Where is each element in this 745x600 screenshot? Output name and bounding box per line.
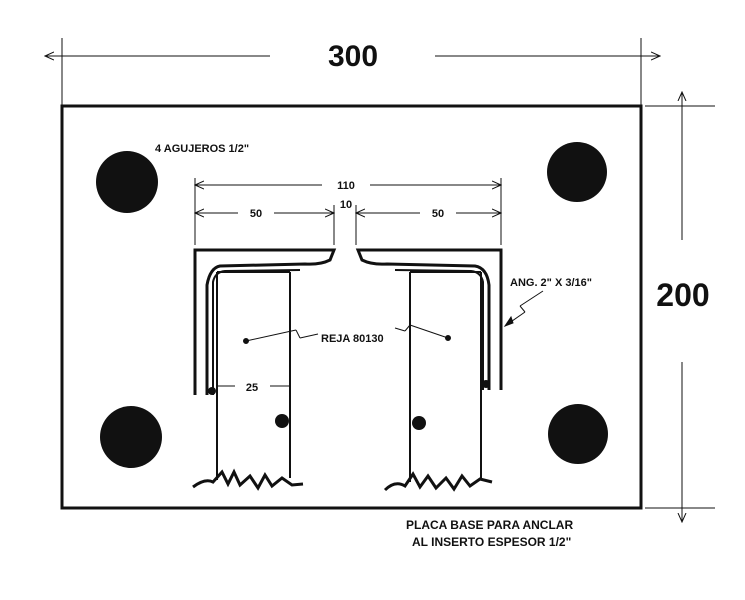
post-width-dimension: 25 [217,382,290,394]
post-width-value: 25 [246,382,258,394]
width-dimension: 300 [45,38,660,110]
right-leg-value: 50 [432,208,444,220]
height-dimension: 200 [645,92,715,522]
hole-bottom-right [548,404,608,464]
width-value: 300 [328,40,378,73]
grate-label: REJA 80130 [321,333,384,345]
total-gap-value: 110 [337,180,355,192]
hole-top-left [96,151,158,213]
anchor-holes [96,142,608,468]
grate-leaders [243,324,451,344]
base-plate-outline [60,104,643,510]
hole-bottom-left [100,406,162,468]
caption-line2: AL INSERTO ESPESOR 1/2" [412,535,571,549]
holes-label: 4 AGUJEROS 1/2" [155,143,249,155]
height-value: 200 [656,277,709,313]
angle-leader [503,290,544,328]
gap-value: 10 [340,199,352,211]
hole-top-right [547,142,607,202]
left-leg-value: 50 [250,208,262,220]
inner-dimensions: 110 50 10 50 [195,178,501,245]
left-grate-post [192,271,304,491]
caption-line1: PLACA BASE PARA ANCLAR [406,518,573,532]
angle-label: ANG. 2" X 3/16" [510,277,592,289]
right-grate-post [383,271,493,492]
